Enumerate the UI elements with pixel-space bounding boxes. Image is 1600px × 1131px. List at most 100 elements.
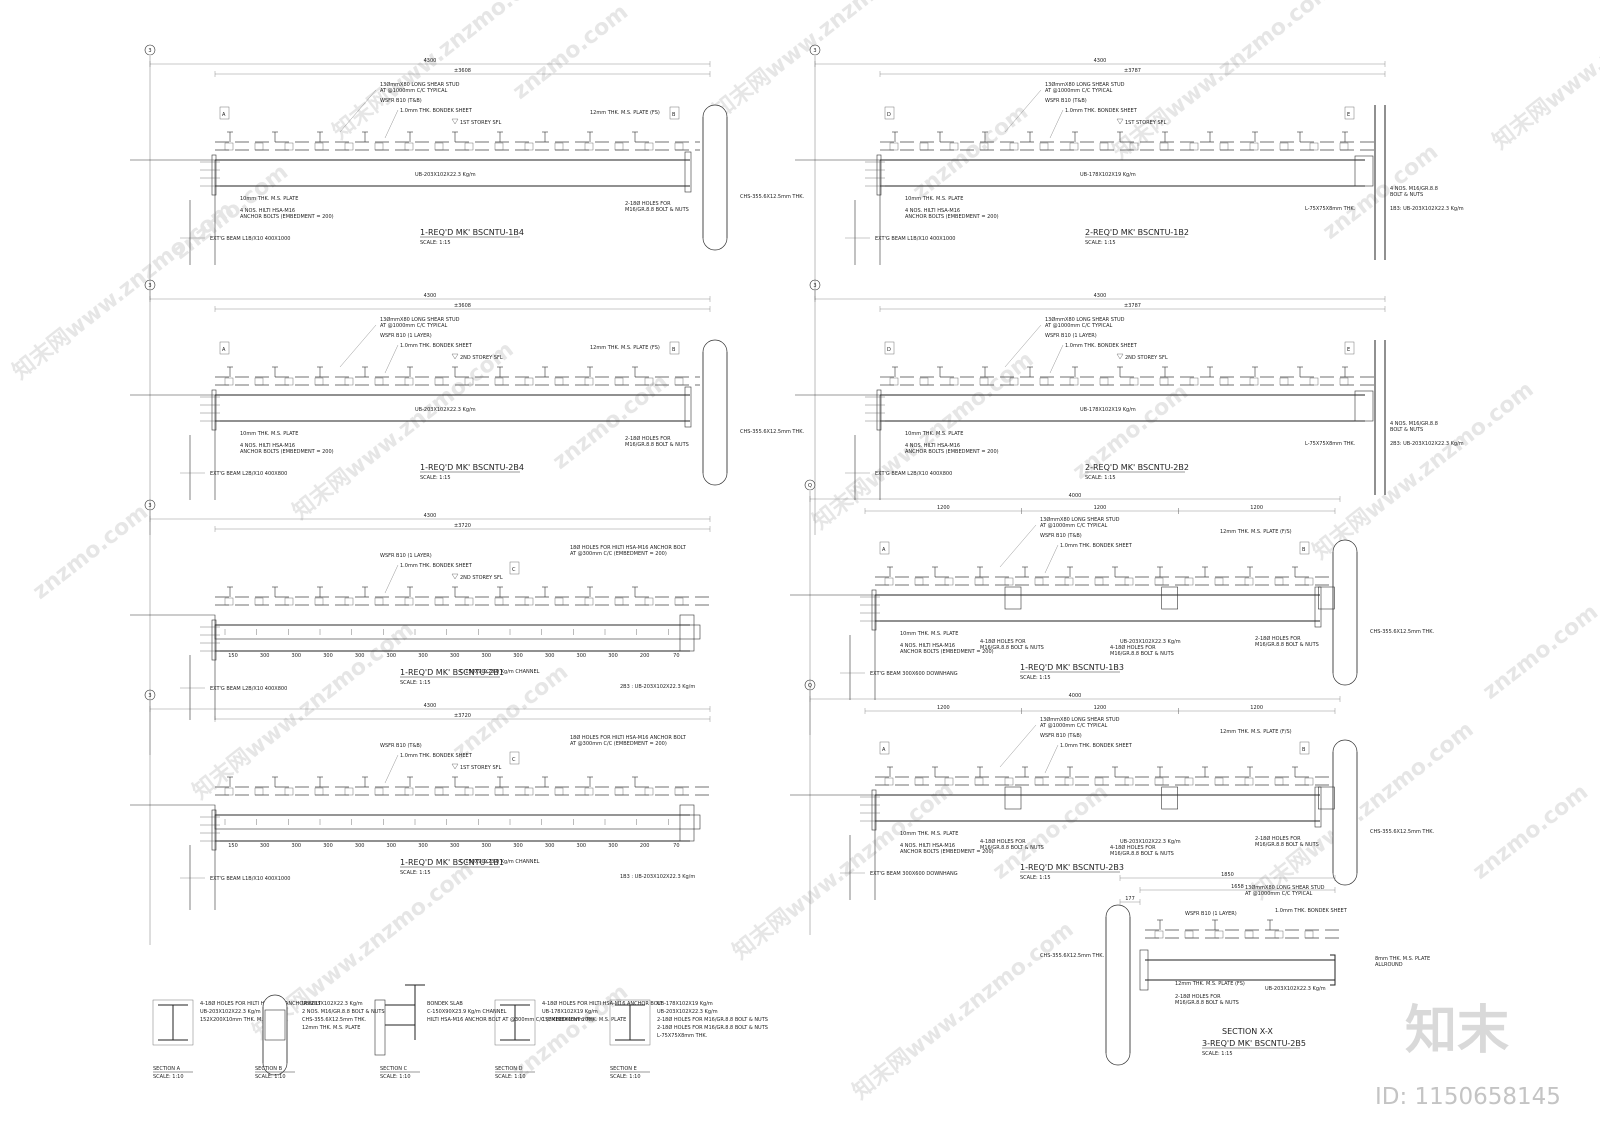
anchor-holes-label: 18Ø HOLES FOR HILTI HSA-M16 ANCHOR BOLT xyxy=(570,734,687,741)
splice-holes-label-2: 4-18Ø HOLES FOR xyxy=(1110,644,1156,651)
wsfr-label: WSFR B10 (1 LAYER) xyxy=(380,553,432,559)
deck-rib xyxy=(614,377,624,386)
deck-rib xyxy=(464,377,474,386)
splice-holes-label: 4-18Ø HOLES FOR xyxy=(980,638,1026,645)
deck-rib xyxy=(1274,577,1284,586)
section-detail-1: 4-18Ø HOLES FOR HILTI HSA-M16 ANCHOR BOL… xyxy=(152,999,322,1080)
detail-label: UB-203X102X22.3 Kg/m xyxy=(657,1009,718,1015)
deck-rib xyxy=(224,377,234,386)
storey-level-label: 1ST STOREY SFL xyxy=(460,765,501,771)
deck-rib xyxy=(1304,577,1314,586)
deck-rib xyxy=(434,377,444,386)
deck-rib xyxy=(1214,577,1224,586)
section-mark: A xyxy=(222,347,226,353)
section-mark-box xyxy=(1299,541,1310,555)
section-name: SECTION A xyxy=(153,1066,181,1072)
deck-rib xyxy=(494,597,504,606)
section-scale: SCALE: 1:15 xyxy=(1202,1051,1233,1057)
watermark-text: znzmo.com xyxy=(548,370,673,475)
bolt-group-spec-label: BOLT & NUTS xyxy=(1390,427,1423,433)
section-name: SECTION B xyxy=(255,1066,283,1072)
deck-rib xyxy=(674,787,684,796)
detail-label: L-75X75X8mm THK. xyxy=(657,1033,708,1039)
bolt-holes-spec-label: M16/GR.8.8 BOLT & NUTS xyxy=(1255,842,1319,848)
dimension-span: 1200 xyxy=(1094,505,1107,511)
detail-label: UB-203X102X22.3 Kg/m xyxy=(200,1009,261,1015)
deck-rib xyxy=(944,777,954,786)
bondek-label: 1.0mm THK. BONDEK SHEET xyxy=(1065,108,1138,114)
deck-rib xyxy=(644,377,654,386)
section-mark-box xyxy=(884,106,895,120)
grid-label: 3 xyxy=(813,283,816,289)
panel-title: 1-REQ'D MK' BSCNTU-1B4 xyxy=(420,228,524,237)
panel-scale: SCALE: 1:15 xyxy=(1085,240,1116,246)
dimension-total: 4000 xyxy=(1069,493,1082,499)
deck-rib xyxy=(344,377,354,386)
bolt-holes-label: 2-18Ø HOLES FOR xyxy=(1255,635,1301,642)
deck-rib xyxy=(949,377,959,386)
leader xyxy=(384,754,399,784)
end-plate xyxy=(876,389,882,431)
shear-stud-label: 13ØmmX80 LONG SHEAR STUD xyxy=(1045,81,1125,88)
channel-label: C-150X90X23.9 Kg/m CHANNEL xyxy=(460,859,540,865)
storey-level-label: 2ND STOREY SFL xyxy=(460,575,503,581)
detail-label: 12mm THK. M.S. PLATE xyxy=(302,1025,360,1031)
deck-rib xyxy=(674,377,684,386)
bolt-spacing: 300 xyxy=(387,843,397,849)
section-mark: A xyxy=(222,112,226,118)
shear-stud-label: 13ØmmX80 LONG SHEAR STUD xyxy=(1245,884,1325,891)
deck-rib xyxy=(344,142,354,151)
deck-rib xyxy=(314,377,324,386)
deck-rib xyxy=(1064,777,1074,786)
deck-rib xyxy=(314,597,324,606)
bolt-holes-spec-label: M16/GR.8.8 BOLT & NUTS xyxy=(625,442,689,448)
chs-column xyxy=(1105,904,1131,1066)
dimension-total: 1850 xyxy=(1221,872,1234,878)
deck-rib xyxy=(254,597,264,606)
dimension-inner: ±3720 xyxy=(454,713,471,719)
end-plate xyxy=(871,589,877,631)
section-scale: SCALE: 1:10 xyxy=(495,1074,526,1080)
anchor-bolts-spec-label: ANCHOR BOLTS (EMBEDMENT = 200) xyxy=(240,449,334,455)
bolt-spacing: 300 xyxy=(355,653,365,659)
anchor-holes-spec-label: AT @300mm C/C (EMBEDMENT = 200) xyxy=(570,551,667,557)
wsfr-label: WSFR B10 (1 LAYER) xyxy=(380,333,432,339)
bolt-spacing: 300 xyxy=(292,843,302,849)
wsfr-label: WSFR B10 (T&B) xyxy=(380,743,422,749)
bolt-spacing: 300 xyxy=(355,843,365,849)
existing-beam-label: EXT'G BEAM L1B/X10 400X1000 xyxy=(875,236,955,242)
splice-plate xyxy=(1161,786,1178,810)
base-plate-label: 10mm THK. M.S. PLATE xyxy=(905,196,963,202)
section-mark-box xyxy=(879,741,890,755)
bolt-holes-label: 2-18Ø HOLES FOR xyxy=(1175,993,1221,1000)
deck-rib xyxy=(979,142,989,151)
splice-holes-spec-label: M16/GR.8.8 BOLT & NUTS xyxy=(980,645,1044,651)
deck-rib xyxy=(974,577,984,586)
bolt-spacing: 300 xyxy=(260,843,270,849)
detail-label: HILTI HSA-M16 ANCHOR BOLT AT @300mm C/C … xyxy=(427,1017,593,1023)
base-plate xyxy=(152,999,194,1046)
deck-rib xyxy=(1129,377,1139,386)
dimension-small: 177 xyxy=(1125,896,1135,902)
deck-rib xyxy=(1304,930,1314,939)
existing-beam-label: EXT'G BEAM 300X600 DOWNHANG xyxy=(870,671,958,677)
watermark-text: znzmo.com xyxy=(1468,780,1593,885)
bolt-spacing: 300 xyxy=(482,843,492,849)
section-mark: E xyxy=(1347,112,1350,118)
existing-beam-label: EXT'G BEAM 300X600 DOWNHANG xyxy=(870,871,958,877)
leader xyxy=(384,109,399,139)
deck-rib xyxy=(1249,142,1259,151)
deck-rib xyxy=(614,142,624,151)
bolt-spacing: 300 xyxy=(545,843,555,849)
bolt-spacing: 300 xyxy=(387,653,397,659)
deck-rib xyxy=(494,377,504,386)
deck-rib xyxy=(344,787,354,796)
shear-stud-label: 13ØmmX80 LONG SHEAR STUD xyxy=(1045,316,1125,323)
watermark-text: 知末网www.znzmo.com xyxy=(1488,0,1600,155)
storey-level-label: 2ND STOREY SFL xyxy=(460,355,503,361)
base-plate-label: 10mm THK. M.S. PLATE xyxy=(905,431,963,437)
